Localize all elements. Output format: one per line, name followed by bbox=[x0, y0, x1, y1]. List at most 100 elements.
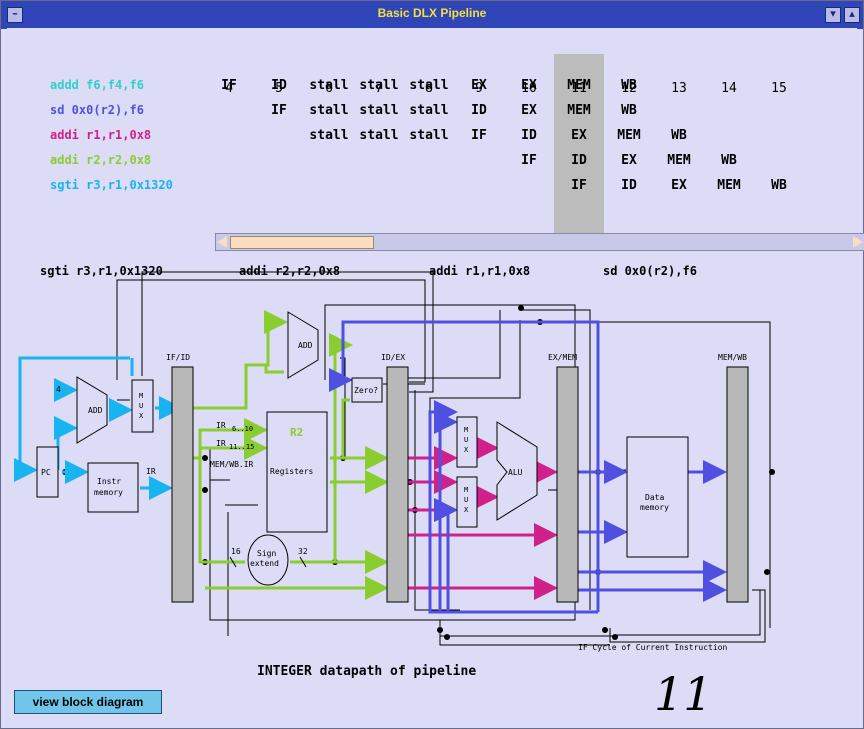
cycle-8: 8 bbox=[425, 81, 433, 96]
minimize-icon[interactable]: ▾ bbox=[825, 7, 841, 23]
stage-cell: ID bbox=[521, 128, 537, 143]
window-menu-icon[interactable]: – bbox=[7, 7, 23, 23]
instruction-label: sgti r3,r1,0x1320 bbox=[50, 178, 173, 192]
ir-11-15-label-a: IR bbox=[216, 439, 226, 448]
cycle-7: 7 bbox=[375, 81, 383, 96]
stage-cell: IF bbox=[521, 153, 537, 168]
cycle-14: 14 bbox=[721, 81, 737, 96]
scroll-left-icon[interactable] bbox=[217, 236, 227, 248]
cycle-15: 15 bbox=[771, 81, 787, 96]
ir-label: IR bbox=[146, 467, 156, 476]
stage-cell: EX bbox=[521, 78, 537, 93]
stage-cell: EX bbox=[671, 178, 687, 193]
stage-cell: ID bbox=[571, 153, 587, 168]
scroll-thumb[interactable] bbox=[230, 236, 374, 249]
cycle-10: 10 bbox=[521, 81, 537, 96]
current-cycle-number: 11 bbox=[654, 667, 713, 721]
stage-cell: EX bbox=[621, 153, 637, 168]
cycle-6: 6 bbox=[325, 81, 333, 96]
stage-cell: WB bbox=[621, 103, 637, 118]
zero-box bbox=[351, 377, 383, 403]
if-cycle-note: IF Cycle of Current Instruction bbox=[578, 643, 727, 652]
datapath-components bbox=[36, 311, 689, 586]
branch-add-label: ADD bbox=[298, 341, 313, 350]
data-memory-label-2: memory bbox=[640, 503, 669, 512]
id-stage-instruction: addi r2,r2,0x8 bbox=[239, 264, 341, 278]
sign-extend-label-2: extend bbox=[250, 559, 279, 568]
scroll-right-icon[interactable] bbox=[853, 236, 863, 248]
sign-extend-label-1: Sign bbox=[257, 549, 276, 558]
stage-cell: stall bbox=[409, 78, 449, 93]
pc-box bbox=[36, 446, 59, 498]
pipeline-registers bbox=[171, 366, 749, 603]
cycle-12: 12 bbox=[621, 81, 637, 96]
cycle-11: 11 bbox=[571, 81, 587, 96]
alu-mux-bottom-label: U bbox=[464, 496, 468, 504]
stage-cell: stall bbox=[409, 128, 449, 143]
alu-mux-top-label: U bbox=[464, 436, 468, 444]
four-label: 4 bbox=[56, 385, 61, 394]
alu-mux-bottom-box bbox=[456, 476, 478, 528]
pc-mux-label: U bbox=[139, 402, 143, 410]
instr-memory-box bbox=[87, 462, 139, 513]
alu-label: ALU bbox=[508, 468, 523, 477]
maximize-icon[interactable]: ▴ bbox=[844, 7, 860, 23]
pc-label: PC bbox=[41, 468, 51, 477]
stage-cell: MEM bbox=[567, 103, 591, 118]
cycle-4: 4 bbox=[225, 81, 233, 96]
stage-cell: stall bbox=[359, 128, 399, 143]
stage-cell: MEM bbox=[567, 78, 591, 93]
stage-cell: ID bbox=[471, 103, 487, 118]
stage-cell: WB bbox=[771, 178, 787, 193]
component-labels: PC Instr memory ADD ADD 4 IR IF/ID ID/EX… bbox=[41, 341, 747, 652]
alu-mux-top-label: M bbox=[464, 426, 468, 434]
instr-memory-label-2: memory bbox=[94, 488, 123, 497]
r2-label: R2 bbox=[290, 426, 303, 439]
ir-6-10-label-b: 6..10 bbox=[232, 425, 253, 433]
id-ex-latch bbox=[386, 366, 409, 603]
bits-32-label: 32 bbox=[298, 547, 308, 556]
if-id-latch bbox=[171, 366, 194, 603]
stage-cell: ID bbox=[271, 78, 287, 93]
alu-mux-top-label: X bbox=[464, 446, 469, 454]
instruction-label: sd 0x0(r2),f6 bbox=[50, 103, 144, 117]
mem-stage-instruction: sd 0x0(r2),f6 bbox=[603, 264, 697, 278]
stage-cell: MEM bbox=[617, 128, 641, 143]
stage-cell: stall bbox=[359, 78, 399, 93]
stage-cell: stall bbox=[409, 103, 449, 118]
sign-extend-shape bbox=[247, 534, 289, 586]
mem-stage-wires bbox=[329, 320, 727, 614]
ir-11-15-label-b: 11..15 bbox=[229, 443, 254, 451]
horizontal-scrollbar[interactable] bbox=[215, 233, 864, 251]
instruction-label: addi r2,r2,0x8 bbox=[50, 153, 152, 167]
pc-mux-box bbox=[131, 379, 154, 433]
stage-cell: stall bbox=[309, 78, 349, 93]
pc-mux-label: X bbox=[139, 412, 144, 420]
id-ex-label: ID/EX bbox=[381, 353, 405, 362]
cycle-9: 9 bbox=[475, 81, 483, 96]
if-id-label: IF/ID bbox=[166, 353, 190, 362]
pc-add-label: ADD bbox=[88, 406, 103, 415]
stage-cell: IF bbox=[221, 78, 237, 93]
registers-box bbox=[266, 411, 328, 533]
zero-label: Zero? bbox=[354, 386, 378, 395]
stage-cell: EX bbox=[521, 103, 537, 118]
instruction-label: addi r1,r1,0x8 bbox=[50, 128, 152, 142]
current-cycle-highlight bbox=[554, 54, 604, 234]
stage-cell: MEM bbox=[667, 153, 691, 168]
stage-cell: IF bbox=[271, 103, 287, 118]
mem-wb-latch bbox=[726, 366, 749, 603]
alu-mux-bottom-label: M bbox=[464, 486, 468, 494]
stage-cell: IF bbox=[571, 178, 587, 193]
bits-16-label: 16 bbox=[231, 547, 241, 556]
view-block-diagram-button[interactable]: view block diagram bbox=[14, 690, 162, 714]
stage-cell: IF bbox=[471, 128, 487, 143]
registers-label: Registers bbox=[270, 467, 314, 476]
stage-cell: stall bbox=[359, 103, 399, 118]
stage-cell: WB bbox=[621, 78, 637, 93]
alu-shape bbox=[496, 421, 538, 521]
ir-6-10-label-a: IR bbox=[216, 421, 226, 430]
